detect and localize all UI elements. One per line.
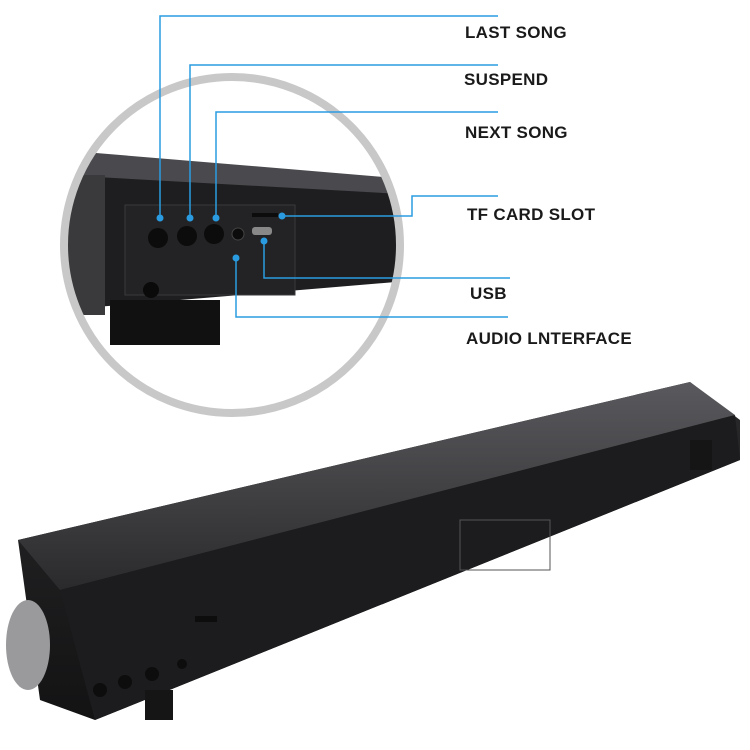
callout-label-next-song: NEXT SONG [465,123,568,142]
callout-dots [156,212,286,262]
callout-label-suspend: SUSPEND [464,70,549,89]
magnifier [60,73,404,417]
callout-label-tf-card-slot: TF CARD SLOT [467,205,596,224]
callout-lines [159,15,510,318]
soundbar [6,382,740,720]
callout-label-audio-interface: AUDIO LNTERFACE [466,329,632,348]
callout-label-usb: USB [470,284,507,303]
callout-label-last-song: LAST SONG [465,23,567,42]
